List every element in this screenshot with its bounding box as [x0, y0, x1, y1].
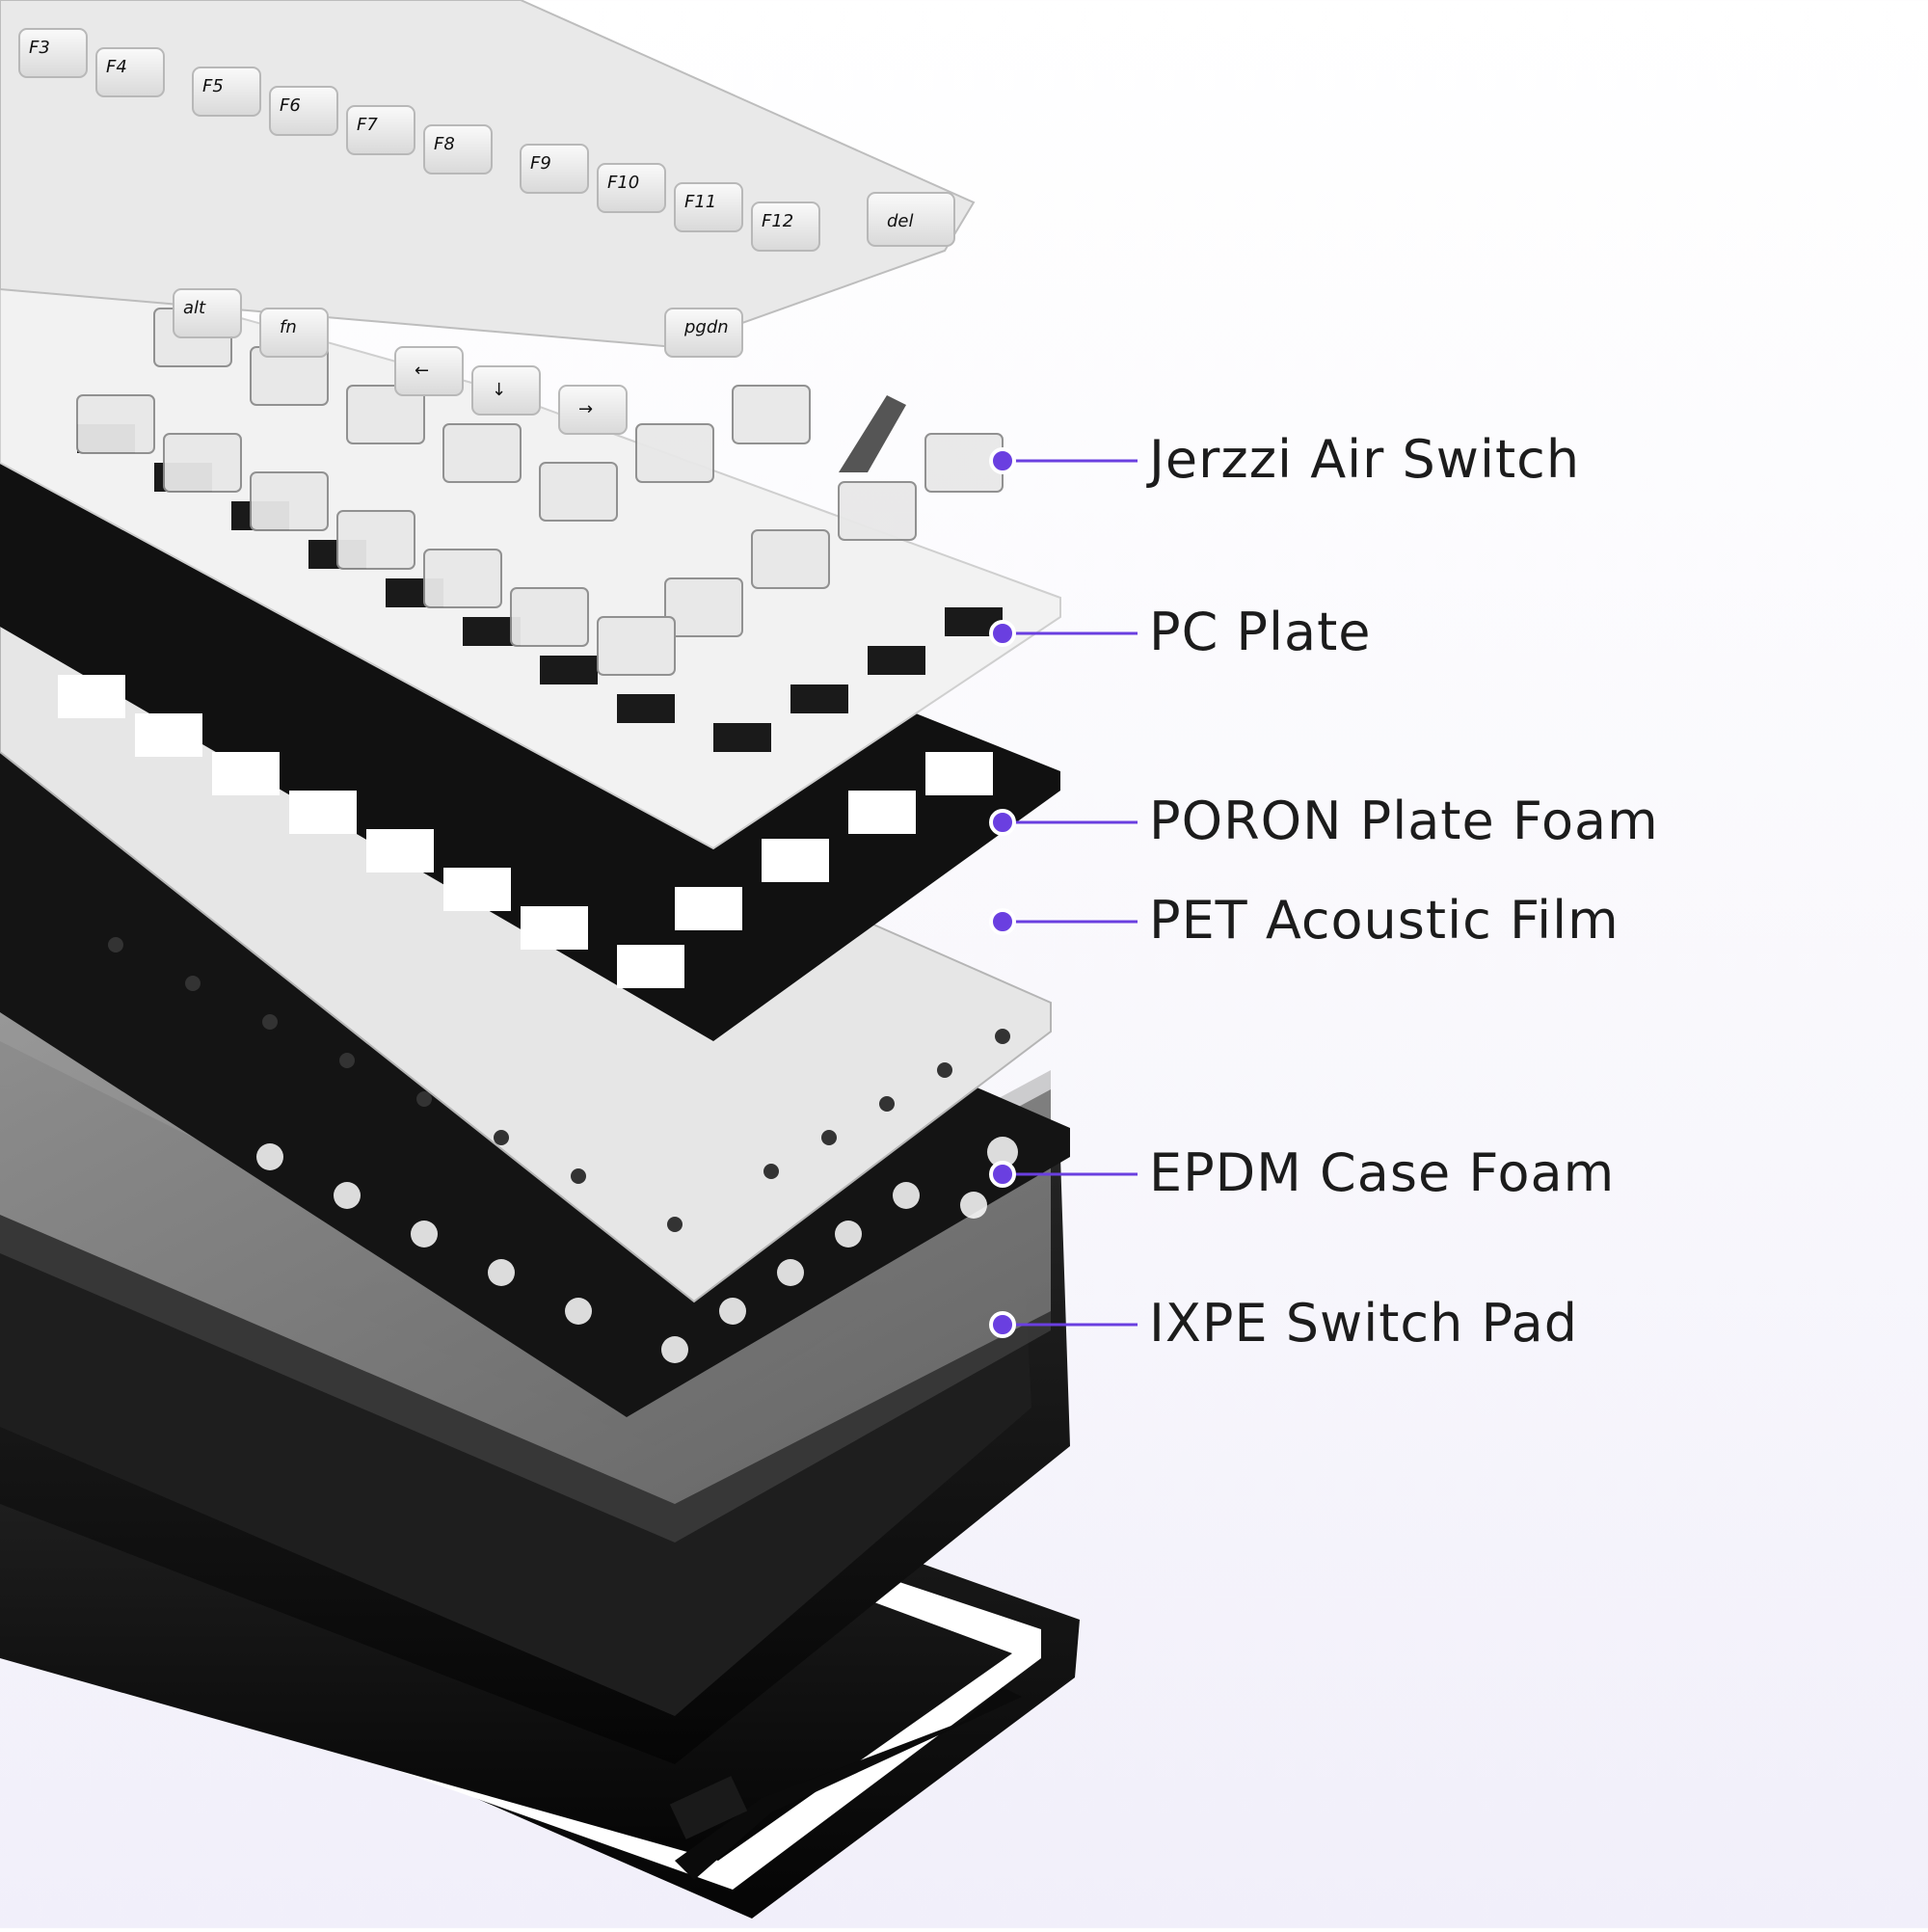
- label-pc-plate: PC Plate: [1149, 602, 1372, 662]
- keycap-legend: pgdn: [683, 317, 729, 337]
- keycap-legend: F10: [607, 173, 639, 193]
- keycap-legend: F8: [434, 134, 455, 154]
- label-poron-plate-foam: PORON Plate Foam: [1149, 791, 1659, 851]
- label-ixpe-switch-pad: IXPE Switch Pad: [1149, 1293, 1578, 1354]
- keycap-legend: alt: [183, 298, 206, 318]
- keycap-legend: fn: [280, 317, 297, 337]
- keycap-legend: F9: [530, 153, 551, 174]
- keycap-legend: F5: [202, 76, 224, 96]
- keycap-legend: F4: [106, 57, 127, 77]
- label-jerzzi-air-switch: Jerzzi Air Switch: [1149, 429, 1581, 490]
- switch-layer: [76, 308, 1004, 676]
- keycap-legend: →: [578, 399, 593, 419]
- keycap-legend: ←: [415, 361, 429, 381]
- keycap-legend: F12: [762, 211, 793, 231]
- keycap-legend: F7: [357, 115, 378, 135]
- label-epdm-case-foam: EPDM Case Foam: [1149, 1142, 1616, 1203]
- logo-badge: [669, 1776, 748, 1839]
- keycap-legend: ↓: [492, 380, 506, 400]
- keycap-legend: F6: [280, 95, 301, 116]
- keycap-legend: F11: [684, 192, 716, 212]
- keycap-layer: F3 F4 F5 F6 F7 F8 F9 F10 F11 F12 del alt…: [0, 0, 976, 435]
- keycap-legend: F3: [29, 38, 50, 58]
- label-pet-acoustic-film: PET Acoustic Film: [1149, 890, 1620, 951]
- keycap-legend: del: [887, 211, 914, 231]
